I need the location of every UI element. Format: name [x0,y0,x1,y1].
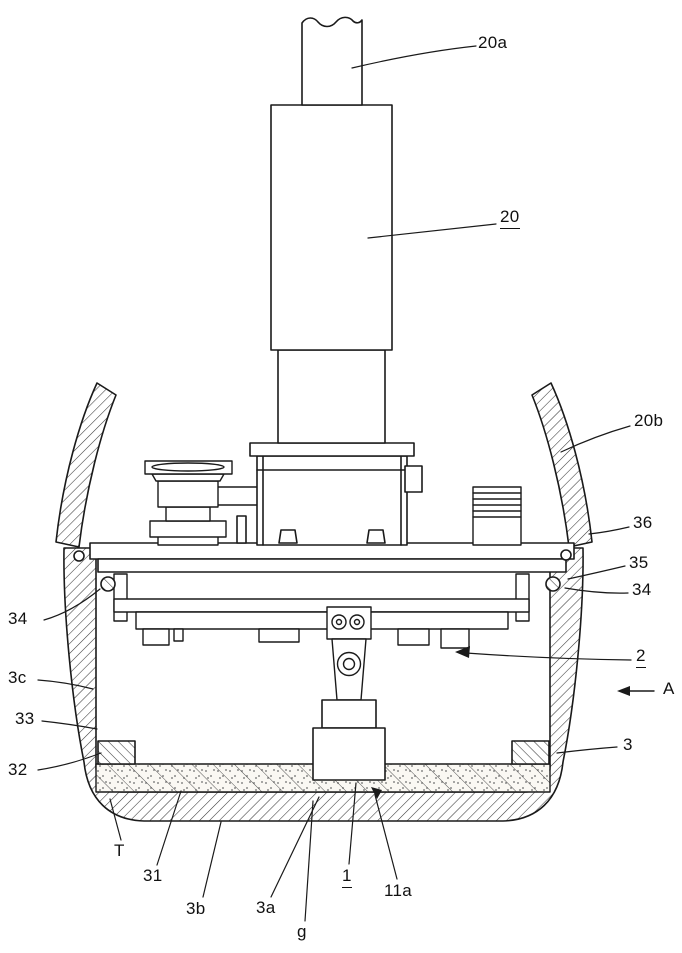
ref-label-34-left: 34 [8,609,28,628]
assembly-2-arrow [455,646,470,658]
direction-arrow-A [617,686,655,696]
ref-label-3: 3 [623,735,633,754]
corner-block-32-right [511,740,550,765]
top-plate-36 [73,542,575,573]
ref-label-20a: 20a [478,33,508,52]
shaft-20a [301,16,363,106]
ref-label-A: A [663,679,675,698]
mounting-body [236,442,423,546]
ref-label-32: 32 [8,760,28,779]
center-foot-1 [312,699,386,781]
left-valve-upper [144,460,233,546]
ref-label-20b: 20b [634,411,664,430]
right-mounting-arm-20b [531,382,593,548]
inner-assembly-2 [113,573,530,701]
ref-label-33: 33 [15,709,35,728]
plate-bolt-34-left [100,576,116,592]
ref-label-35: 35 [629,553,649,572]
foot-11a-arrow [371,787,382,799]
ref-label-3a: 3a [256,898,276,917]
ref-label-34-right: 34 [632,580,652,599]
plate-bolt-34-right [545,576,561,592]
ref-label-g: g [297,922,307,941]
ref-label-31: 31 [143,866,163,885]
ref-label-11a: 11a [384,881,413,900]
right-connector [472,486,522,546]
ref-label-3b: 3b [186,899,206,918]
ref-label-3c: 3c [8,668,27,687]
left-valve-component [215,486,263,506]
ref-label-T: T [114,841,125,860]
ref-label-36: 36 [633,513,653,532]
ref-label-2: 2 [636,646,646,668]
ref-label-20: 20 [500,207,520,229]
leader-lines [37,45,632,922]
left-mounting-arm [55,382,117,548]
ref-label-1: 1 [342,866,352,888]
cylinder-20 [270,104,393,444]
corner-block-32-left [97,740,136,765]
